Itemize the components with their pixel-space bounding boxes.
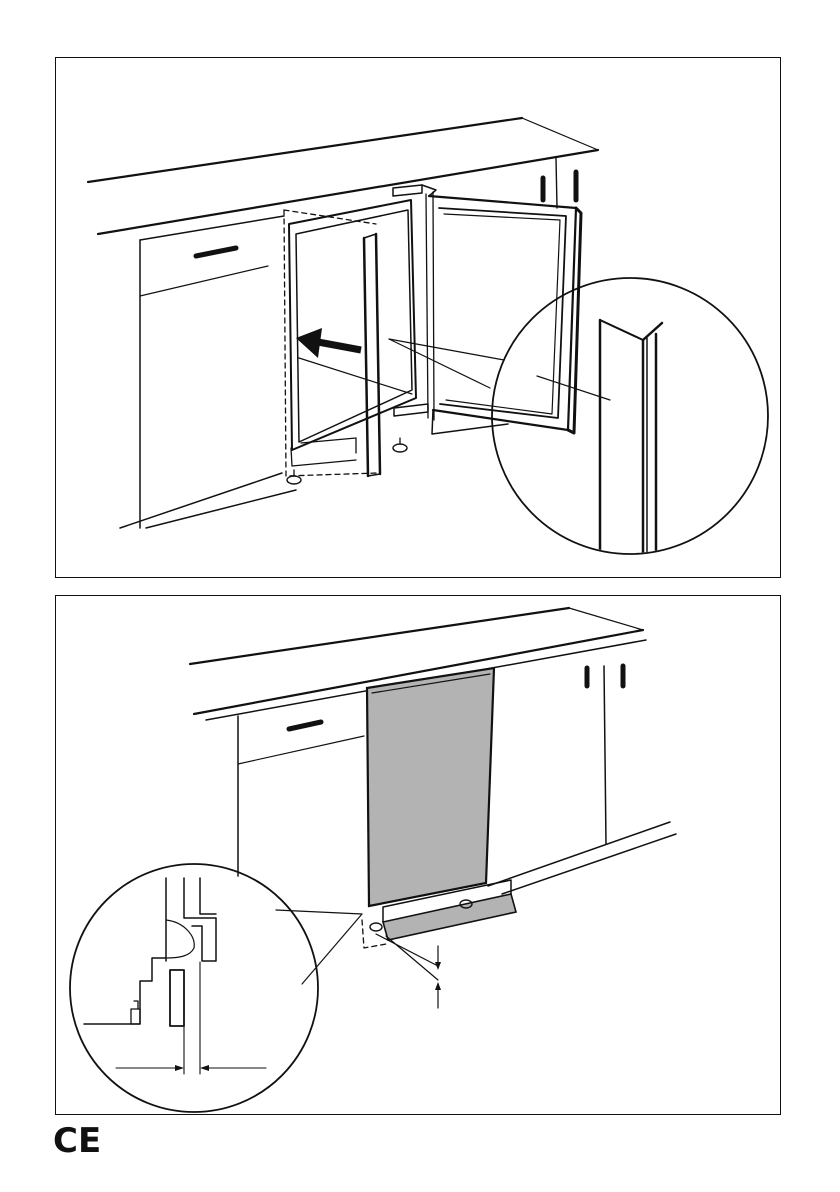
figure-2-drawing [56,596,781,1115]
drawer-handle [289,722,321,729]
decor-door-panel [367,668,494,906]
ce-conformity-mark: CE [53,1122,105,1158]
figure-1-panel [55,57,781,578]
open-door [429,196,581,434]
detail-leader-lines [276,910,362,984]
figure-1-drawing [56,58,781,578]
seal-strip [364,234,380,476]
drawer-handle [196,248,236,256]
plinth-gap-section [84,878,266,1074]
countertop [88,118,598,234]
ce-mark-text: CE [53,1122,101,1158]
insert-arrow-icon [296,328,361,358]
left-cabinet [120,216,296,528]
right-cabinet [543,158,576,208]
ce-mark-icon: CE [53,1122,105,1158]
gap-dimension-arrows [376,934,441,1008]
detail-leader-lines [389,339,504,388]
seal-strip-profile [600,320,662,558]
figure-2-panel [55,595,781,1115]
hinge-top [393,185,436,196]
detail-magnifier [70,864,318,1112]
appliance-body [289,192,434,450]
right-cabinet [488,666,676,894]
detail-magnifier [492,278,768,558]
left-cabinet [238,716,364,876]
